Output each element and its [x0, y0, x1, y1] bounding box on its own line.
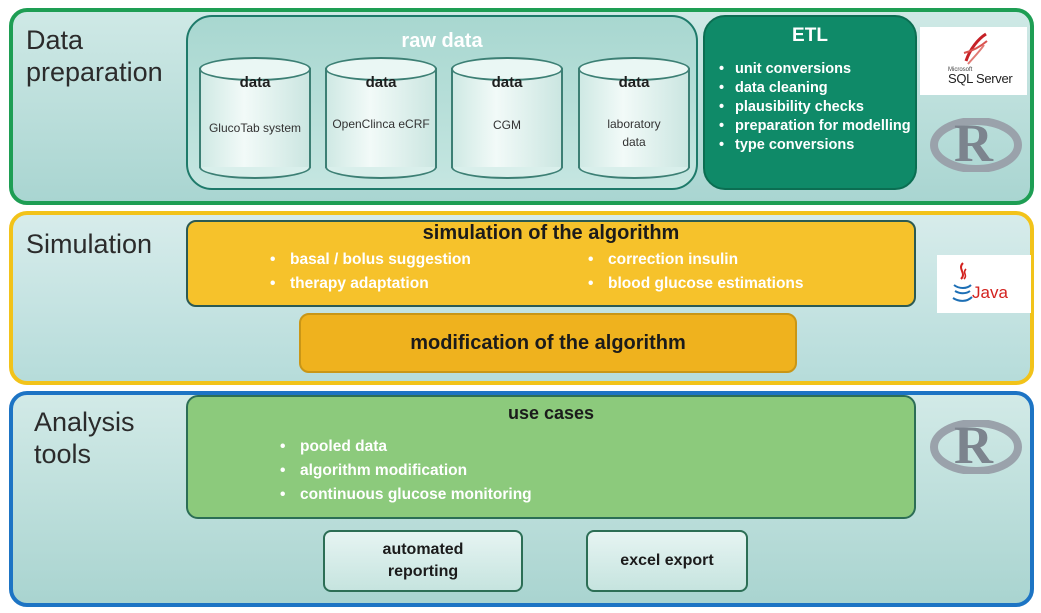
section-title-data-preparation: Data preparation: [26, 25, 163, 87]
etl-item: data cleaning: [719, 79, 911, 98]
r-letter: R: [954, 415, 993, 475]
data-cylinder-glucotab: data GlucoTab system: [199, 57, 311, 179]
simulation-list-left: basal / bolus suggestion therapy adaptat…: [270, 248, 471, 296]
use-cases-title: use cases: [507, 403, 595, 423]
use-case-item: continuous glucose monitoring: [280, 483, 532, 507]
cylinder-top: [325, 57, 437, 81]
automated-reporting-label: automated reporting: [382, 541, 464, 580]
etl-item: type conversions: [719, 136, 911, 155]
automated-reporting-box: automated reporting: [323, 530, 523, 592]
java-logo: Java: [937, 255, 1031, 313]
cylinder-body: [578, 68, 690, 168]
excel-export-box: excel export: [586, 530, 748, 592]
etl-item: plausibility checks: [719, 98, 911, 117]
java-cup-icon: [952, 262, 973, 302]
etl-item: preparation for modelling: [719, 117, 911, 136]
etl-box: ETL unit conversions data cleaning plaus…: [703, 15, 917, 190]
simulation-list-right: correction insulin blood glucose estimat…: [588, 248, 804, 296]
r-logo-ring-icon: [930, 420, 1022, 474]
modification-title: modification of the algorithm: [410, 332, 686, 354]
cylinder-top: [578, 57, 690, 81]
cylinder-body: [199, 68, 311, 168]
java-text: Java: [972, 283, 1008, 302]
cylinder-body: [451, 68, 563, 168]
excel-export-label: excel export: [620, 552, 714, 569]
cylinder-label: CGM: [493, 118, 521, 132]
use-case-item: algorithm modification: [280, 459, 532, 483]
section-title-simulation: Simulation: [26, 229, 153, 259]
cylinder-top: [451, 57, 563, 81]
simulation-title: simulation of the algorithm: [422, 222, 680, 244]
data-cylinder-laboratory: data laboratory data: [578, 57, 690, 179]
simulation-box: simulation of the algorithm basal / bolu…: [186, 220, 916, 307]
cylinder-header: data: [239, 74, 271, 91]
cylinder-label: GlucoTab system: [208, 121, 302, 135]
cylinder-label: laboratory data: [607, 117, 661, 149]
sql-server-icon: [963, 32, 988, 65]
cylinder-header: data: [618, 74, 650, 91]
cylinder-header: data: [491, 74, 523, 91]
cylinder-header: data: [365, 74, 397, 91]
sql-server-maker: Microsoft: [948, 67, 973, 73]
data-cylinder-openclinca: data OpenClinca eCRF: [325, 57, 437, 179]
simulation-item: basal / bolus suggestion: [270, 248, 471, 272]
cylinder-body: [325, 68, 437, 168]
cylinder-label: OpenClinca eCRF: [332, 117, 430, 131]
simulation-item: correction insulin: [588, 248, 804, 272]
simulation-item: blood glucose estimations: [588, 272, 804, 296]
etl-item: unit conversions: [719, 60, 911, 79]
use-cases-list: pooled data algorithm modification conti…: [280, 435, 532, 507]
sql-server-logo: Microsoft SQL Server: [920, 27, 1027, 95]
modification-box: modification of the algorithm: [299, 313, 797, 373]
r-logo-top: R: [930, 112, 1022, 174]
cylinder-top: [199, 57, 311, 81]
etl-title: ETL: [792, 25, 828, 46]
r-logo-ring-icon: [930, 118, 1022, 172]
section-title-analysis-tools: Analysis tools: [34, 407, 135, 469]
etl-list: unit conversions data cleaning plausibil…: [719, 60, 911, 155]
use-case-item: pooled data: [280, 435, 532, 459]
r-logo-bottom: R: [930, 414, 1022, 476]
sql-server-text: SQL Server: [948, 71, 1013, 86]
simulation-item: therapy adaptation: [270, 272, 471, 296]
raw-data-title: raw data: [401, 30, 483, 52]
use-cases-box: use cases pooled data algorithm modifica…: [186, 395, 916, 519]
data-cylinder-cgm: data CGM: [451, 57, 563, 179]
r-letter: R: [954, 113, 993, 173]
